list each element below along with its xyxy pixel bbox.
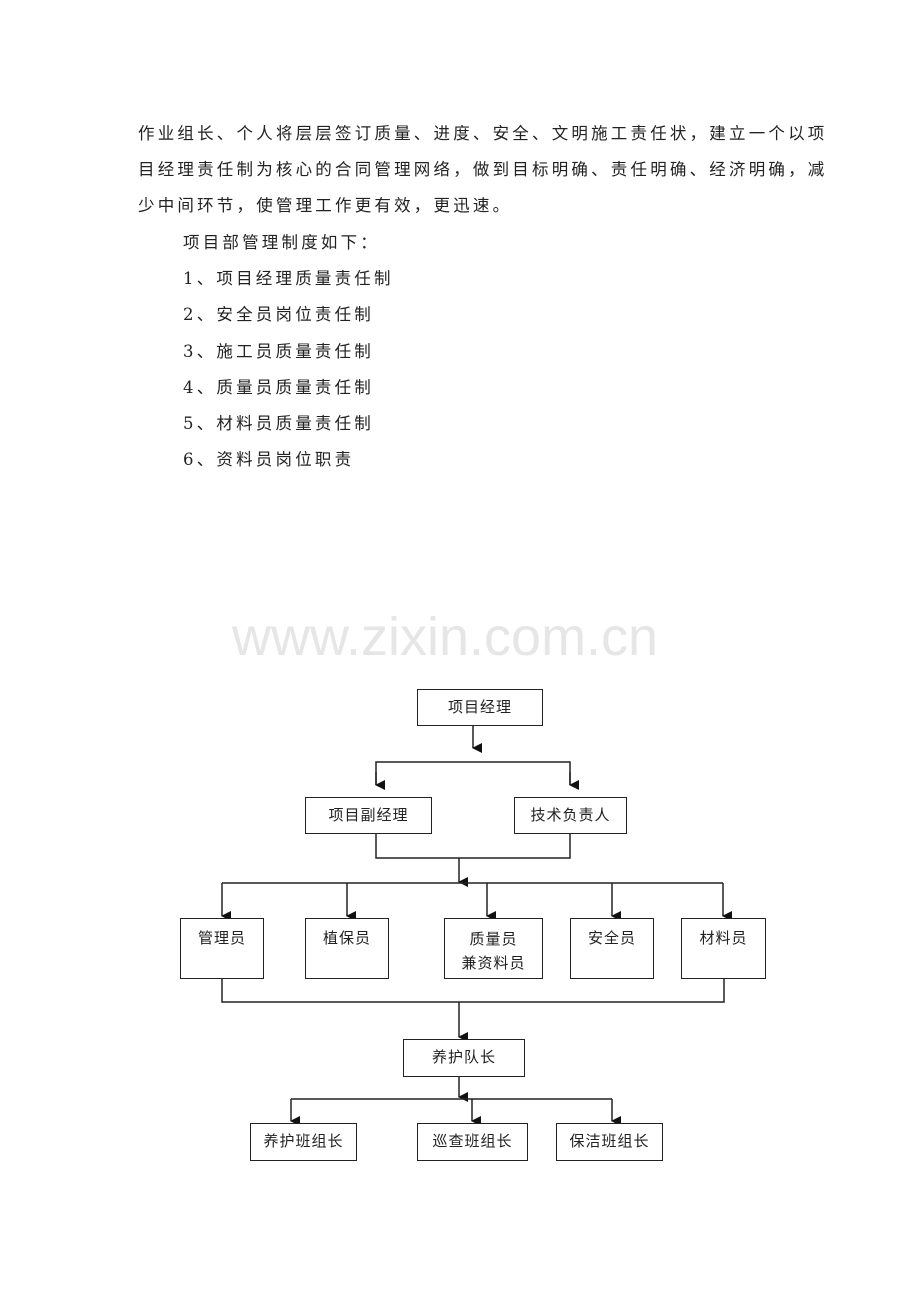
org-node-deputy-manager: 项目副经理: [305, 797, 432, 834]
paragraph-line-3: 少中间环节，使管理工作更有效，更迅速。: [138, 196, 513, 215]
rule-item: 5、材料员质量责任制: [183, 414, 374, 433]
rule-item: 6、资料员岗位职责: [183, 450, 355, 469]
org-node-quality-docs: 质量员兼资料员: [444, 918, 543, 979]
org-node-administrator: 管理员: [180, 918, 264, 979]
org-node-patrol-team-lead: 巡查班组长: [417, 1123, 528, 1161]
rule-item: 4、质量员质量责任制: [183, 378, 374, 397]
rules-intro: 项目部管理制度如下：: [183, 233, 380, 252]
paragraph-line-2: 目经理责任制为核心的合同管理网络，做到目标明确、责任明确、经济明确，减: [138, 160, 828, 179]
org-node-plant-protection: 植保员: [305, 918, 389, 979]
org-node-project-manager: 项目经理: [417, 689, 543, 726]
rule-item: 1、项目经理质量责任制: [183, 269, 394, 288]
org-node-cleaning-team-lead: 保洁班组长: [556, 1123, 663, 1161]
watermark: www.zixin.com.cn: [232, 607, 659, 667]
org-node-maintenance-team-lead: 养护班组长: [250, 1123, 357, 1161]
rule-item: 3、施工员质量责任制: [183, 342, 374, 361]
org-node-technical-lead: 技术负责人: [514, 797, 627, 834]
org-node-materials: 材料员: [681, 918, 766, 979]
rule-item: 2、安全员岗位责任制: [183, 305, 374, 324]
org-node-maintenance-captain: 养护队长: [403, 1039, 525, 1077]
org-node-safety: 安全员: [570, 918, 654, 979]
paragraph-line-1: 作业组长、个人将层层签订质量、进度、安全、文明施工责任状，建立一个以项: [138, 124, 828, 143]
